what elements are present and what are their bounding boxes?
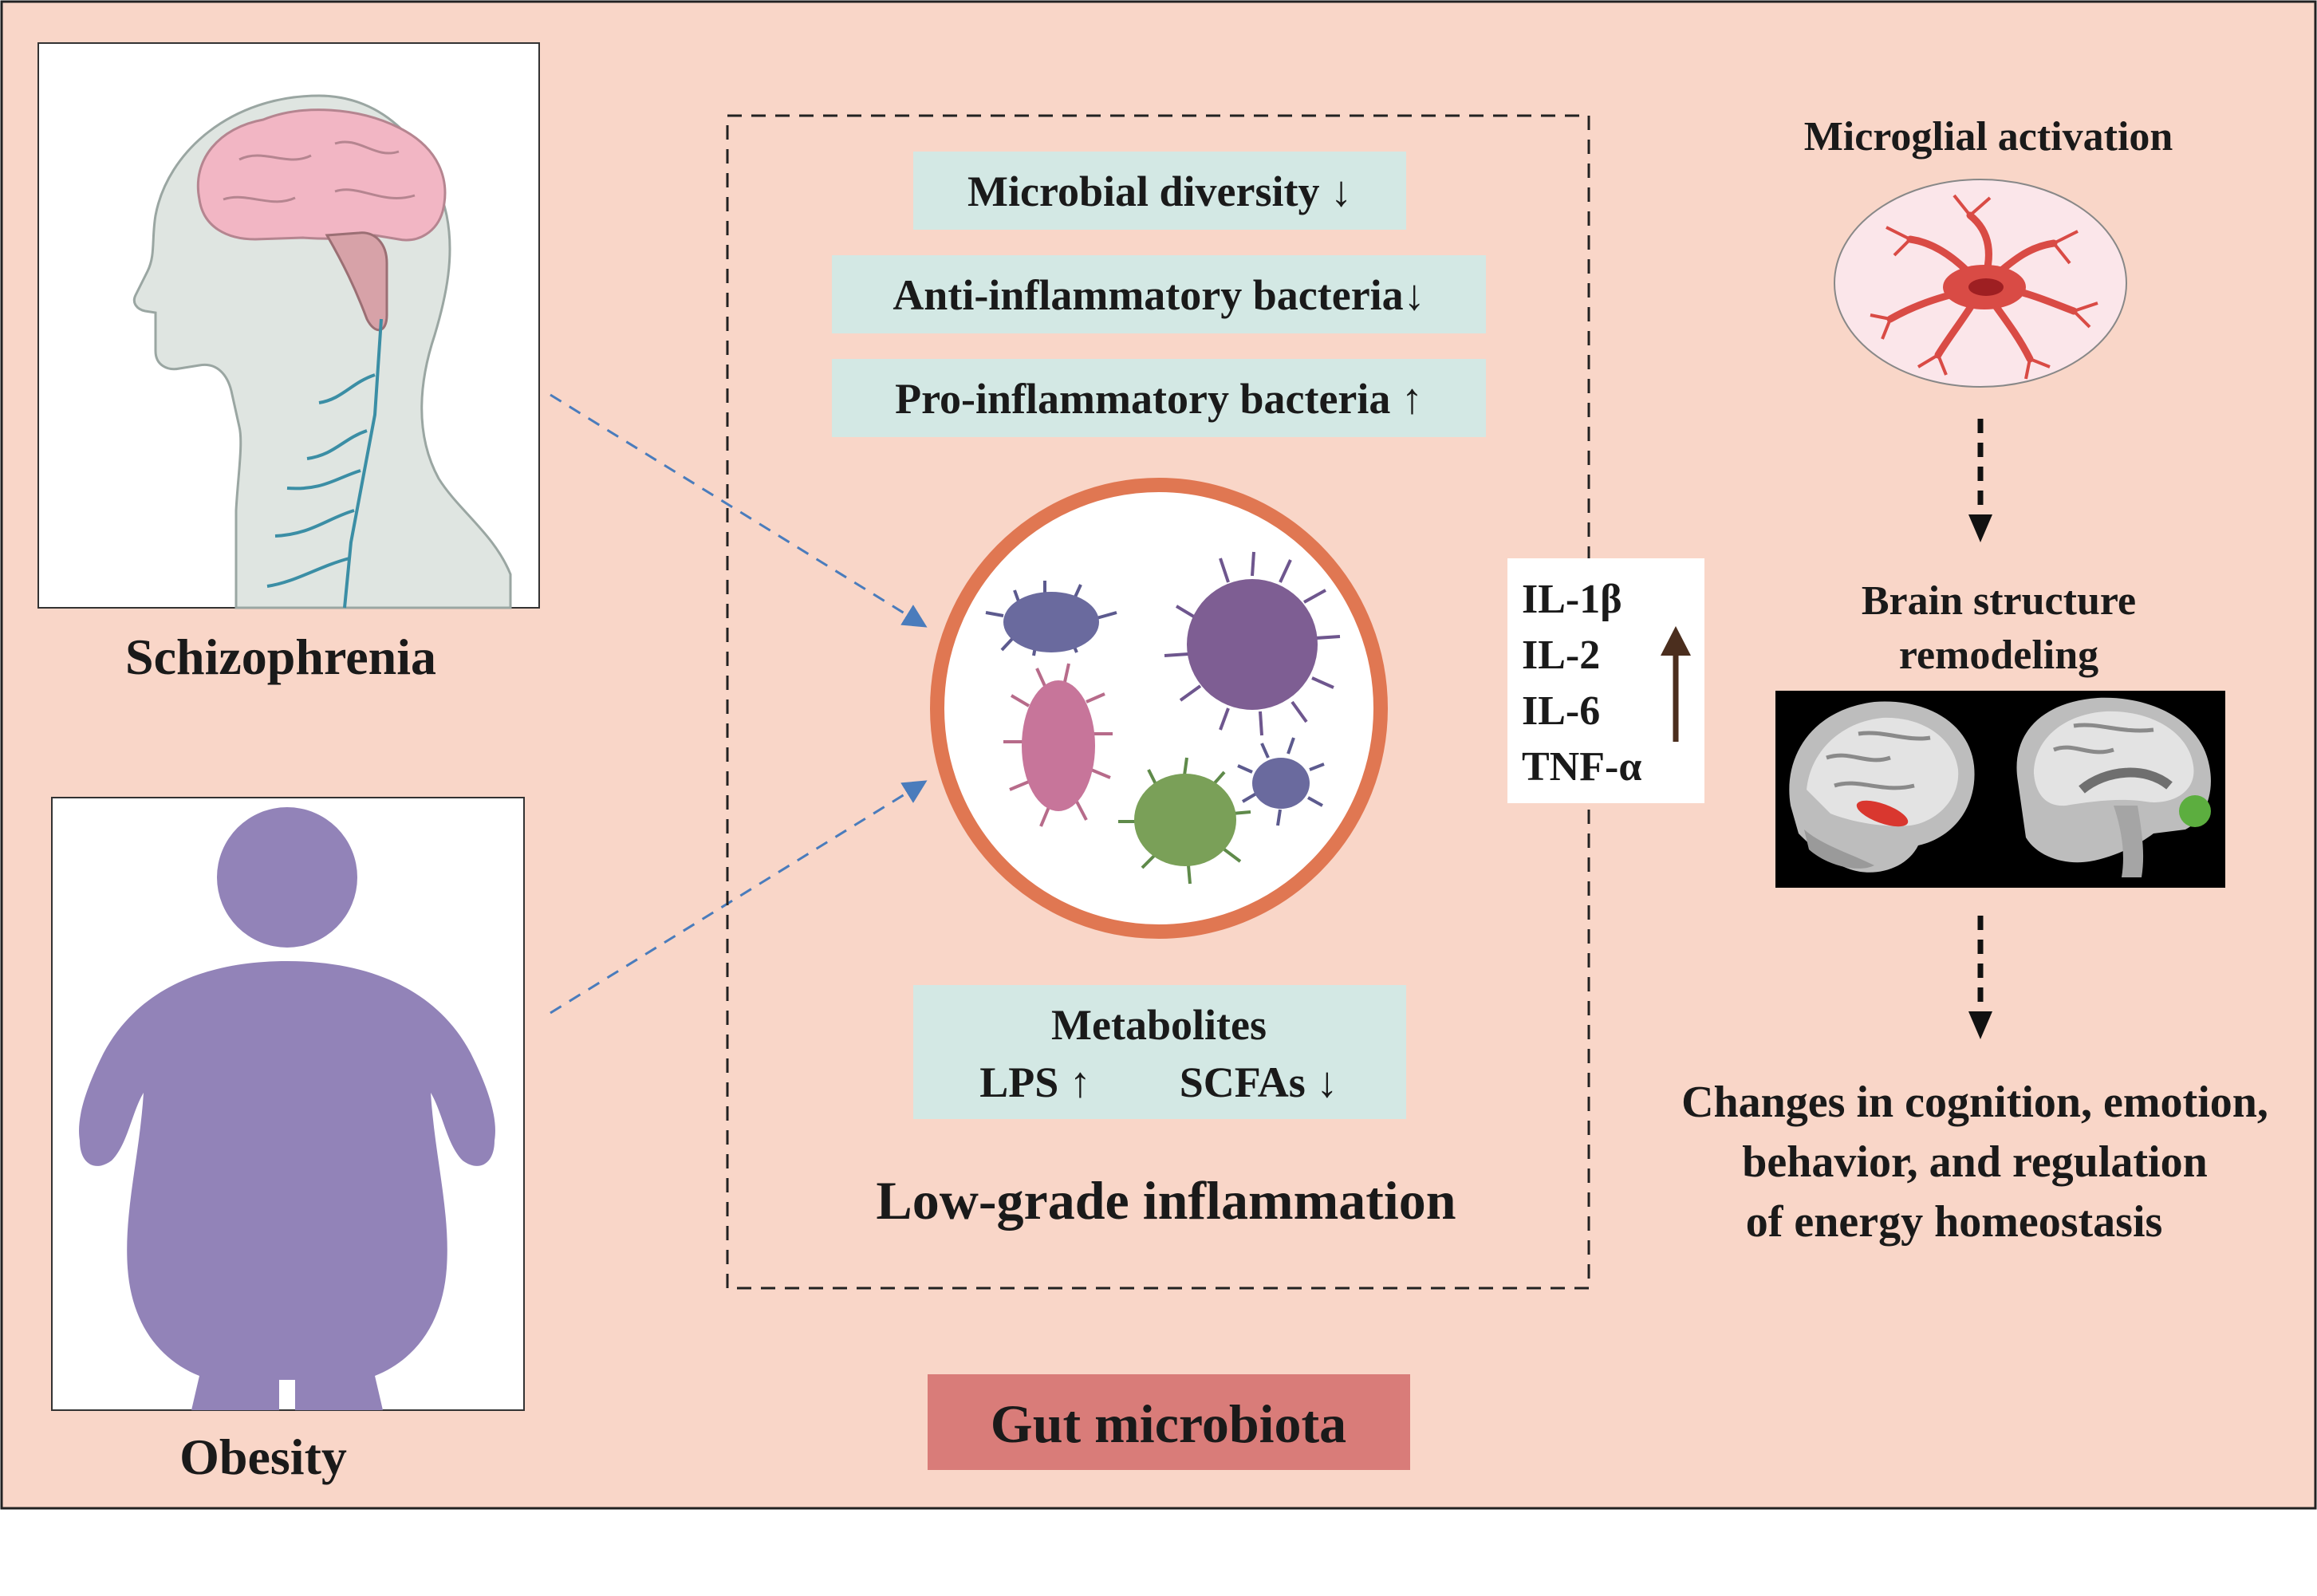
pro-inflammatory-box: Pro-inflammatory bacteria ↑ (832, 359, 1486, 437)
cytokine-box: IL-1β IL-2 IL-6 TNF-α (1507, 558, 1704, 803)
microbe-icon (1118, 757, 1251, 885)
obesity-illustration (51, 797, 525, 1411)
outcome-line3: of energy homeostasis (1746, 1197, 2163, 1247)
microglia-to-brain-arrow (1968, 419, 1992, 542)
gut-microbiota-label-box: Gut microbiota (928, 1374, 1410, 1470)
cytokine-il2: IL-2 (1522, 632, 1600, 678)
microbe-icon (1003, 663, 1113, 827)
obesity-to-gut-arrow (550, 780, 928, 1015)
metabolites-title: Metabolites (1051, 1001, 1267, 1049)
schizophrenia-label: Schizophrenia (125, 629, 436, 685)
brain-structure-title-line2: remodeling (1899, 632, 2098, 678)
microbe-icon (1164, 551, 1341, 736)
body-silhouette-icon (79, 961, 495, 1410)
microbial-diversity-box: Microbial diversity ↓ (913, 152, 1406, 230)
body-head-icon (217, 807, 357, 948)
microbial-diversity-text: Microbial diversity ↓ (967, 167, 1352, 215)
gut-microbiota-label: Gut microbiota (991, 1393, 1346, 1454)
scfas-text: SCFAs ↓ (1180, 1058, 1338, 1106)
cytokine-il1b: IL-1β (1522, 577, 1622, 622)
schizophrenia-to-gut-arrow (550, 393, 928, 628)
vagus-nerve-icon (266, 318, 383, 609)
microbe-icon (985, 581, 1117, 656)
microbe-icon (1237, 737, 1325, 826)
brain-structure-title-line1: Brain structure (1862, 578, 2136, 624)
schizophrenia-illustration (37, 42, 540, 609)
microglia-cell-icon (1834, 179, 2127, 388)
brain-icon (196, 108, 447, 242)
obesity-label: Obesity (179, 1429, 347, 1485)
low-grade-inflammation-label: Low-grade inflammation (876, 1170, 1456, 1231)
lps-text: LPS ↑ (979, 1058, 1091, 1106)
brain-to-outcome-arrow (1968, 916, 1992, 1039)
anti-inflammatory-text: Anti-inflammatory bacteria↓ (893, 271, 1424, 319)
metabolites-box: Metabolites LPS ↑ SCFAs ↓ (913, 985, 1406, 1119)
cytokine-up-arrow-icon (1661, 626, 1691, 742)
outcome-line1: Changes in cognition, emotion, (1681, 1078, 2268, 1127)
brain-mri-image (1775, 691, 2225, 888)
cytokine-il6: IL-6 (1522, 688, 1600, 734)
pro-inflammatory-text: Pro-inflammatory bacteria ↑ (895, 375, 1423, 423)
cytokine-tnfa: TNF-α (1522, 744, 1641, 790)
microglial-activation-title: Microglial activation (1804, 114, 2173, 160)
outcome-line2: behavior, and regulation (1742, 1137, 2207, 1187)
gut-microbiota-circle (930, 478, 1388, 939)
anti-inflammatory-box: Anti-inflammatory bacteria↓ (832, 255, 1486, 333)
